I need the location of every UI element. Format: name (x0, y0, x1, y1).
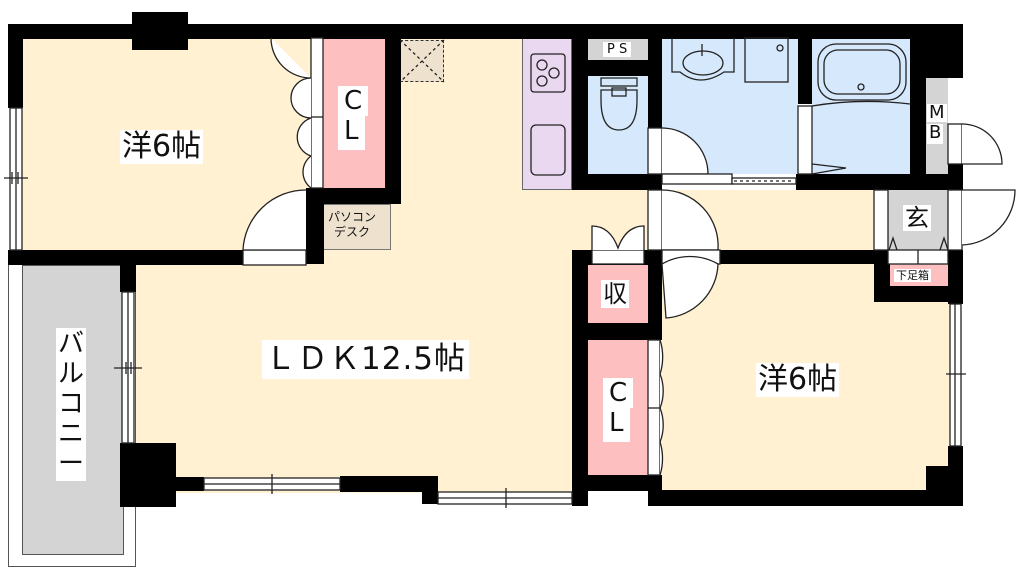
room-label-balcony: バルコニー (56, 328, 86, 482)
pc-desk-label-2: デスク (334, 225, 371, 239)
wall-room2-left (648, 475, 662, 506)
meter-box-label-m: M (927, 102, 947, 123)
closet-2-label-l: L (603, 408, 630, 442)
wall-right-top (926, 24, 963, 78)
wall-ldk-right (572, 250, 588, 506)
wall-closet2-bottom (572, 475, 662, 491)
wall-storage-right (648, 250, 662, 340)
wall-ldk-bottom-1 (170, 477, 204, 491)
meter-box-label-b: B (927, 122, 944, 144)
wall-ps-bottom (588, 60, 648, 76)
wall-room1-right (306, 188, 324, 264)
wall-room2-top (720, 250, 890, 264)
wall-right-mid (948, 164, 963, 190)
wall-closet1-bottom (306, 188, 401, 204)
wall-kitchen-toilet (572, 38, 588, 190)
wall-ldk-bottom-2 (340, 476, 438, 492)
wall-room2-left-top (648, 250, 662, 264)
closet-2-label-c: C (603, 378, 634, 408)
wall-ldk-left-top (120, 250, 136, 292)
closet-1-label-c: C (338, 86, 369, 116)
room-label-entrance: 玄 (903, 204, 931, 232)
closet-1-label-l: L (338, 116, 365, 150)
shoe-box-label: 下足箱 (894, 269, 931, 282)
wall-room2-right-bottom (948, 446, 963, 506)
pc-desk (323, 204, 391, 250)
wall-room2-right-top (948, 286, 963, 304)
pc-desk-label-1: パソコン (328, 210, 377, 224)
bathroom (812, 38, 910, 174)
room-label-western-1: 洋6帖 (120, 129, 204, 164)
wall-shoebox-bottom (874, 286, 963, 302)
toilet-room (588, 76, 648, 174)
pillar-top (132, 12, 188, 50)
wall-storage-bottom (572, 323, 662, 340)
storage-label: 収 (601, 280, 629, 308)
wall-wash-bath (798, 38, 812, 104)
wall-bath-mb (910, 38, 926, 190)
wall-ldk-bottom-3 (422, 476, 438, 504)
pipe-space-label: P S (603, 42, 632, 57)
wall-room2-bottom (648, 490, 963, 506)
wall-left-upper (8, 24, 23, 108)
pillar-ldk-bottom-left (120, 443, 176, 507)
wall-toilet-right (648, 38, 662, 128)
room-label-ldk: ＬＤＫ12.5帖 (262, 340, 470, 379)
wall-closet1-right (385, 38, 401, 204)
wall-top (8, 24, 963, 39)
wall-toilet-bottom (572, 174, 662, 190)
room-label-western-2: 洋6帖 (756, 362, 840, 397)
